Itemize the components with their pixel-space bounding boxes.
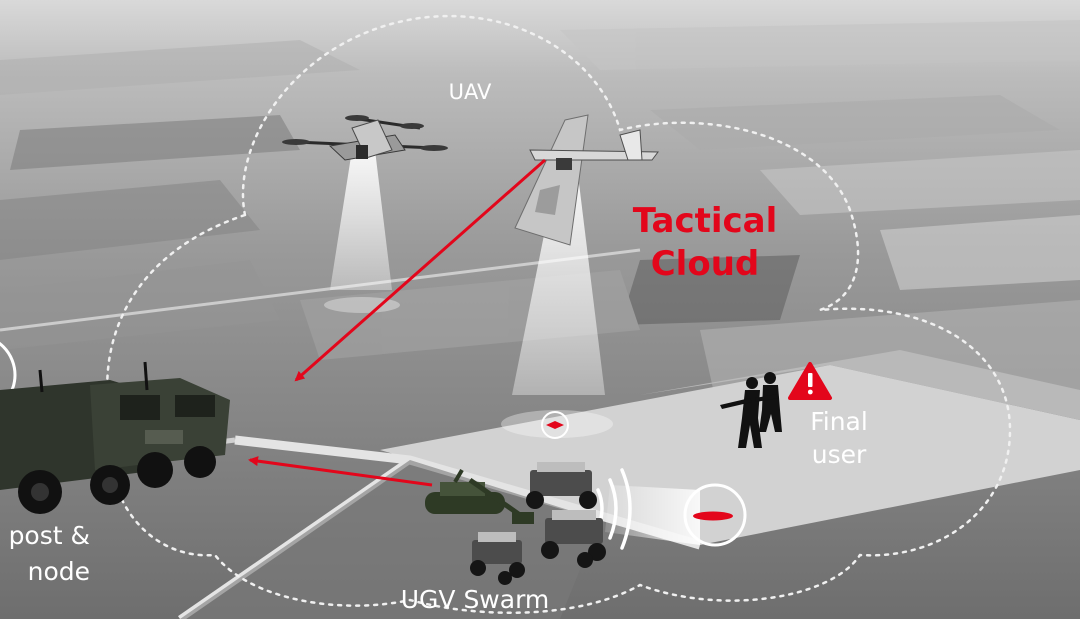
tactical-cloud-label: Tactical Cloud (600, 200, 810, 285)
target-marker-large-icon (683, 483, 747, 547)
outpost-node-label: post & node (0, 518, 90, 591)
soldiers-silhouette (720, 372, 782, 448)
uav-beam-left (330, 150, 392, 290)
outpost-node-label-line2: node (27, 557, 90, 587)
uav-to-post-arrow (294, 158, 546, 382)
final-user-label-line2: user (811, 439, 867, 469)
final-user-label: Final user (784, 406, 894, 471)
outpost-ring (0, 341, 17, 409)
tactical-cloud-label-line2: Cloud (650, 243, 760, 284)
military-trucks (0, 361, 230, 514)
uav-beam-right (512, 175, 605, 395)
warning-triangle-icon (788, 362, 832, 400)
uav-fixed-wing (514, 114, 659, 246)
ugv-wheeled-robot-3 (470, 532, 525, 585)
target-marker-icon (541, 411, 569, 439)
ugv-wheeled-robot-2 (541, 510, 606, 568)
outpost-node-label-line1: post & (8, 521, 90, 550)
tactical-cloud-label-line1: Tactical (632, 201, 778, 241)
uav-label: UAV (448, 80, 492, 104)
ugv-tracked-robot (425, 468, 534, 524)
uav-quadcopter (282, 115, 448, 161)
ugv-swarm-label: UGV Swarm (400, 585, 550, 614)
final-user-label-line1: Final (810, 407, 868, 436)
tactical-cloud-outline (105, 14, 1012, 615)
ugv-wheeled-robot-1 (526, 462, 597, 509)
ugv-to-post-arrow (248, 456, 433, 487)
